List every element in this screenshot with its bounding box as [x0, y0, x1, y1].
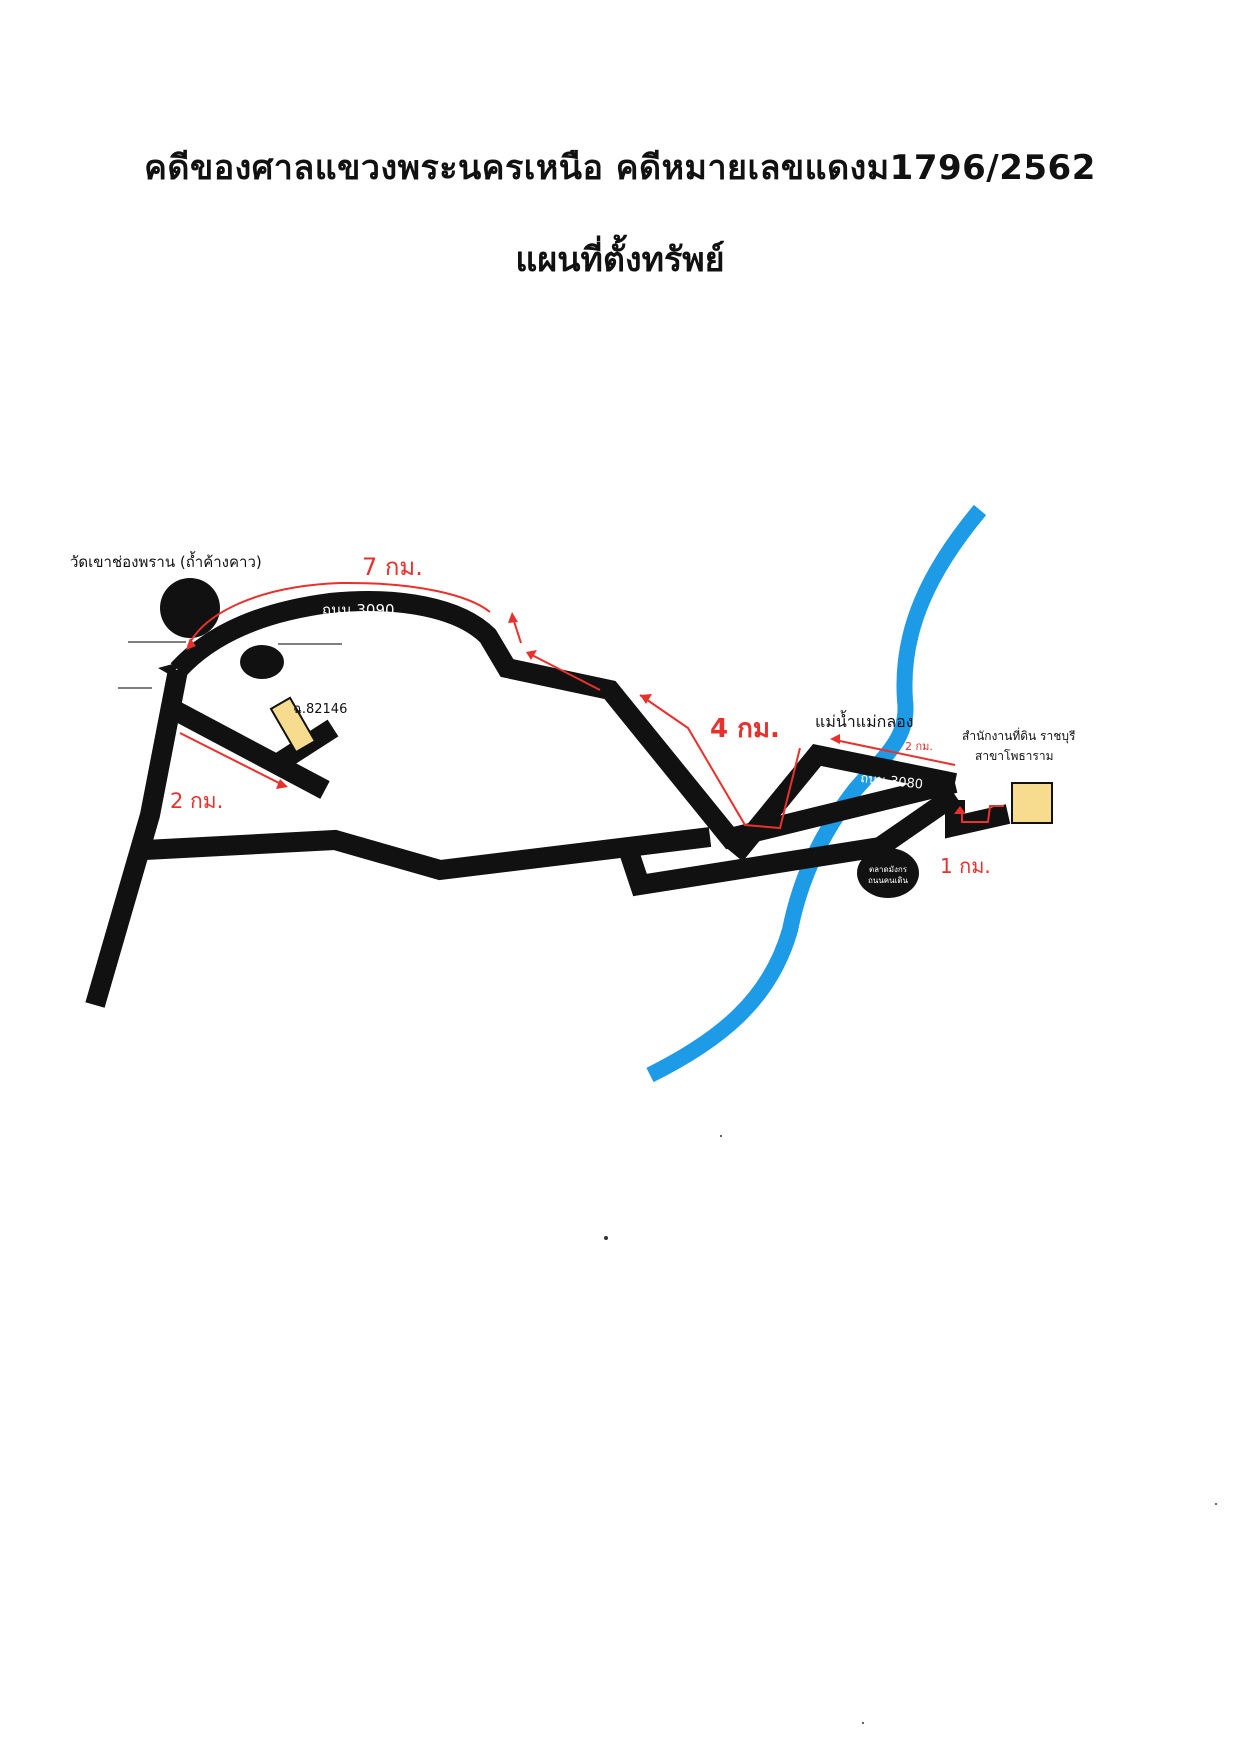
illegible-captions [118, 641, 342, 689]
junction-marker [158, 662, 180, 676]
landmark-marker [240, 645, 284, 679]
temple-marker [160, 578, 220, 638]
office-marker [1011, 782, 1053, 824]
temple-label: วัดเขาช่องพราน (ถ้ำค้างคาว) [70, 551, 262, 571]
road-3090 [170, 591, 958, 850]
road-network [85, 591, 1011, 1008]
distance-2km-right-label: 2 กม. [905, 740, 933, 753]
road-south [144, 827, 712, 881]
scan-speck [604, 1236, 608, 1240]
plot-label: ฉ.82146 [293, 702, 347, 717]
road-3080-label: ถนน 3080 [860, 771, 924, 792]
road-office-spur [945, 800, 1011, 839]
road-west-vertical [85, 668, 188, 1008]
distance-7km-label: 7 กม. [362, 553, 423, 581]
market-marker [857, 848, 919, 898]
distance-4km-label: 4 กม. [710, 714, 780, 744]
road-3080 [727, 744, 957, 862]
page-subtitle: แผนที่ตั้งทรัพย์ [515, 240, 725, 280]
road-3090-label: ถนน 3090 [322, 601, 395, 619]
market-label-line1: ตลาดมังกร [869, 865, 908, 874]
office-label-line2: สาขาโพธาราม [975, 749, 1054, 763]
scan-speck [1215, 1503, 1217, 1505]
distance-1km-label: 1 กม. [940, 854, 991, 878]
road-plot-branch [160, 696, 330, 799]
river [646, 504, 987, 1083]
scan-speck [862, 1722, 864, 1724]
page-title: คดีของศาลแขวงพระนครเหนือ คดีหมายเลขแดงม1… [144, 148, 1096, 188]
road-loop [620, 786, 961, 897]
scan-speck [720, 1135, 722, 1137]
route-arrows [186, 612, 966, 814]
route-path [179, 581, 1004, 830]
plot-marker [269, 696, 317, 754]
office-label-line1: สำนักงานที่ดิน ราชบุรี [962, 727, 1076, 744]
market-label-line2: ถนนคนเดิน [868, 876, 909, 885]
distance-2km-left-label: 2 กม. [170, 789, 223, 813]
river-label: แม่น้ำแม่กลอง [815, 710, 914, 731]
